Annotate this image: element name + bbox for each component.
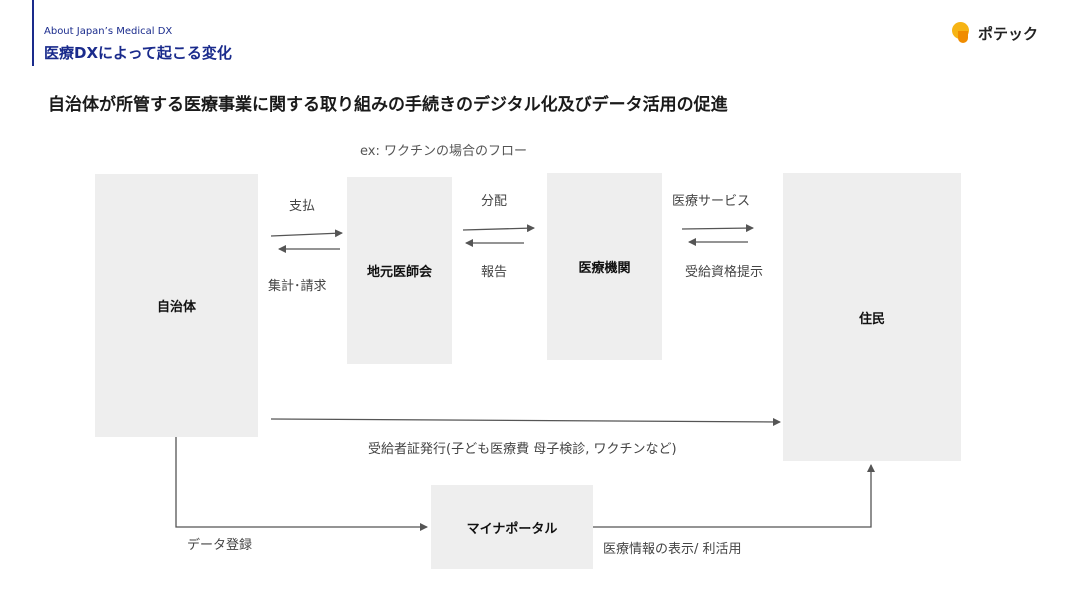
label-data-registration: データ登録 [187, 538, 253, 553]
logo-text: ポテック [978, 24, 1039, 43]
node-mynaportal: マイナポータル [431, 485, 593, 569]
header-title: 医療DXによって起こる変化 [44, 44, 232, 62]
arrow-data-registration [175, 437, 428, 531]
label-distribution: 分配 [481, 194, 508, 209]
arrow-medical-service [681, 224, 754, 233]
label-eligibility: 受給資格提示 [685, 265, 764, 280]
arrow-certificate-issue [270, 417, 781, 426]
label-tally-claim: 集計･請求 [268, 279, 327, 294]
arrow-payment [270, 229, 343, 238]
node-residents-label: 住民 [858, 311, 885, 327]
node-mynaportal-label: マイナポータル [466, 521, 558, 537]
node-medical-institution: 医療機関 [547, 173, 662, 360]
header-accent-bar [32, 0, 34, 66]
arrow-info-display [593, 464, 875, 528]
node-municipality-label: 自治体 [156, 300, 196, 315]
node-medical-association: 地元医師会 [347, 177, 452, 364]
header-subtitle: About Japan’s Medical DX [44, 26, 173, 37]
label-certificate-issue: 受給者証発行(子ども医療費 母子検診, ワクチンなど) [368, 442, 677, 457]
label-report: 報告 [481, 265, 508, 280]
node-medical-association-label: 地元医師会 [366, 265, 432, 280]
logo: ポテック [952, 22, 1038, 44]
label-payment: 支払 [289, 199, 316, 214]
node-municipality: 自治体 [95, 174, 258, 437]
node-medical-institution-label: 医療機関 [578, 261, 631, 276]
arrow-distribution [462, 224, 535, 233]
logo-mark-icon [952, 22, 974, 44]
main-title: 自治体が所管する医療事業に関する取り組みの手続きのデジタル化及びデータ活用の促進 [48, 95, 728, 115]
flow-caption: ex: ワクチンの場合のフロー [360, 144, 527, 159]
label-medical-service: 医療サービス [672, 194, 751, 209]
node-residents: 住民 [783, 173, 961, 461]
label-info-display: 医療情報の表示/ 利活用 [603, 542, 742, 557]
